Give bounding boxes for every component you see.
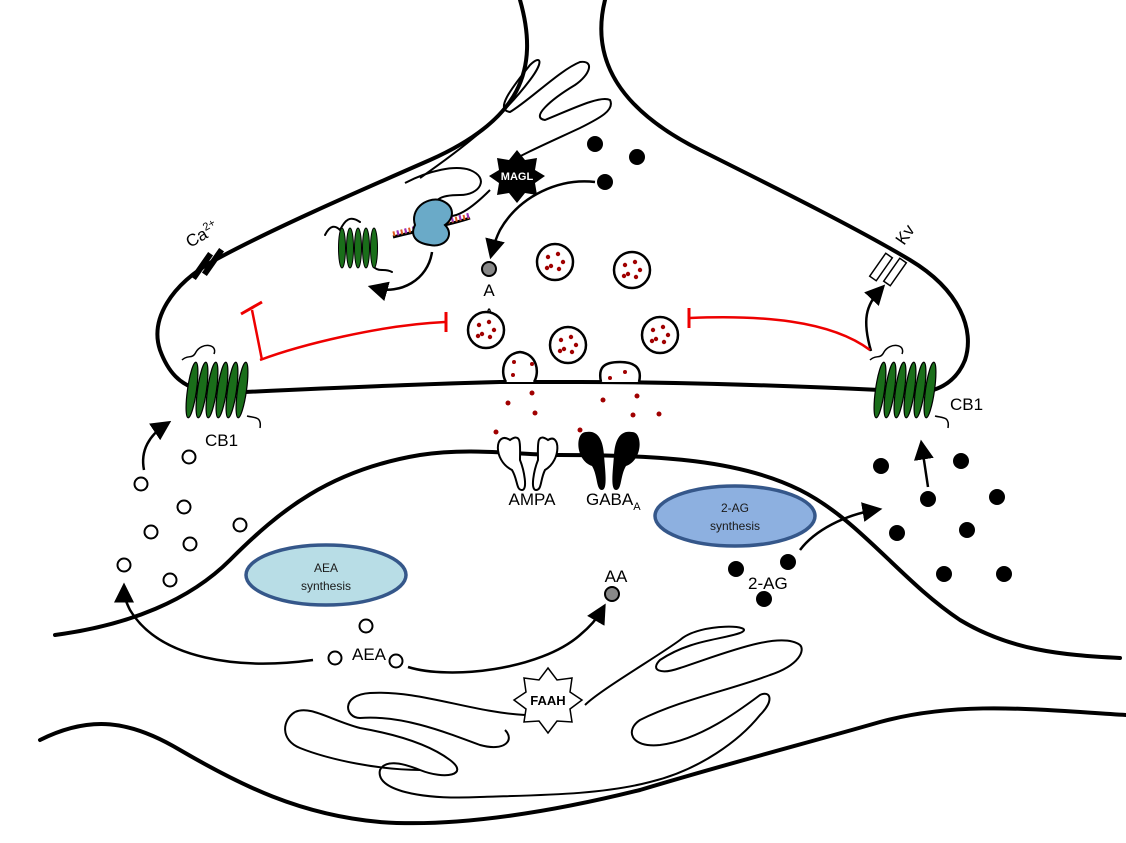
vesicle — [548, 325, 588, 365]
gaba-a-receptor — [578, 431, 640, 490]
inhibition-cb1-left-to-ca — [250, 309, 264, 361]
magl-enzyme: MAGL — [489, 150, 545, 203]
aea-synthesis-label-1: AEA — [314, 561, 338, 575]
twoag-synthesis-label-1: 2-AG — [721, 501, 749, 515]
presynaptic-membrane-bottom — [243, 380, 882, 394]
cb1-right-label: CB1 — [950, 395, 983, 414]
ampa-receptor — [496, 436, 559, 492]
inhibition-cb1-left-to-vesicles — [259, 320, 446, 362]
postsynaptic-membrane — [53, 449, 1122, 660]
arrow-2ag-to-cleft — [799, 502, 883, 551]
kv-channel: Kv — [868, 221, 919, 287]
arrow-aea-to-cleft — [114, 582, 314, 665]
vesicle — [640, 315, 680, 355]
aa-bottom-label: AA — [605, 567, 628, 586]
vesicle — [466, 310, 506, 350]
arrow-aea-to-cb1 — [141, 420, 172, 471]
lower-cell-membrane — [38, 706, 1126, 826]
aea-molecules-postsynaptic — [327, 618, 404, 669]
endoplasmic-reticulum-postsynaptic — [284, 625, 803, 799]
faah-enzyme: FAAH — [512, 666, 584, 735]
arachidonic-acid-postsynaptic — [604, 586, 620, 602]
aea-label: AEA — [352, 645, 387, 664]
cb1-receptor-right — [869, 344, 950, 429]
released-neurotransmitter — [493, 390, 662, 435]
gaba-label: GABAA — [586, 490, 641, 513]
fusing-vesicle-ampa — [502, 350, 538, 383]
aea-molecules-cleft — [116, 449, 248, 588]
cb1-receptor-left — [181, 344, 262, 429]
inhibition-bar-ca — [240, 300, 263, 316]
vesicle — [612, 250, 652, 290]
cb1-left-label: CB1 — [205, 431, 238, 450]
ampa-label: AMPA — [509, 490, 557, 509]
arrow-aea-to-aa — [407, 603, 606, 674]
arrow-2ag-to-cb1 — [913, 439, 934, 488]
aa-top-label-1: A — [483, 281, 495, 300]
inhibition-cb1-right-to-vesicles — [689, 316, 871, 352]
magl-label: MAGL — [501, 171, 534, 183]
fusing-vesicle-gaba — [599, 360, 641, 383]
arrow-2ag-to-aa — [485, 180, 596, 260]
cb1-receptor-new — [324, 217, 393, 273]
twoag-label: 2-AG — [748, 574, 788, 593]
faah-label: FAAH — [530, 693, 565, 708]
calcium-channel: Ca2+ — [182, 217, 225, 281]
kv-label: Kv — [892, 221, 919, 249]
arrow-cb1-to-kv — [864, 284, 886, 352]
twoag-molecules-postsynaptic — [728, 554, 796, 607]
aea-synthesis-label-2: synthesis — [301, 579, 351, 593]
synaptic-vesicles — [466, 242, 680, 365]
twoag-molecules-cleft — [873, 453, 1012, 582]
vesicle — [535, 242, 575, 282]
twoag-synthesis-label-2: synthesis — [710, 519, 760, 533]
presynaptic-membrane-left — [155, 0, 530, 392]
arachidonic-acid-presynaptic — [481, 261, 497, 277]
arrow-translation-to-cb1 — [367, 251, 434, 301]
twoag-synthesis-enzyme: 2-AG synthesis — [653, 484, 817, 548]
ca-label: Ca2+ — [182, 217, 222, 251]
twoag-dots-presynaptic — [587, 136, 645, 190]
aea-synthesis-enzyme: AEA synthesis — [244, 543, 408, 607]
endoplasmic-reticulum-presynaptic — [404, 59, 612, 218]
ribosome-mrna — [392, 198, 471, 247]
presynaptic-membrane-right — [599, 0, 970, 397]
